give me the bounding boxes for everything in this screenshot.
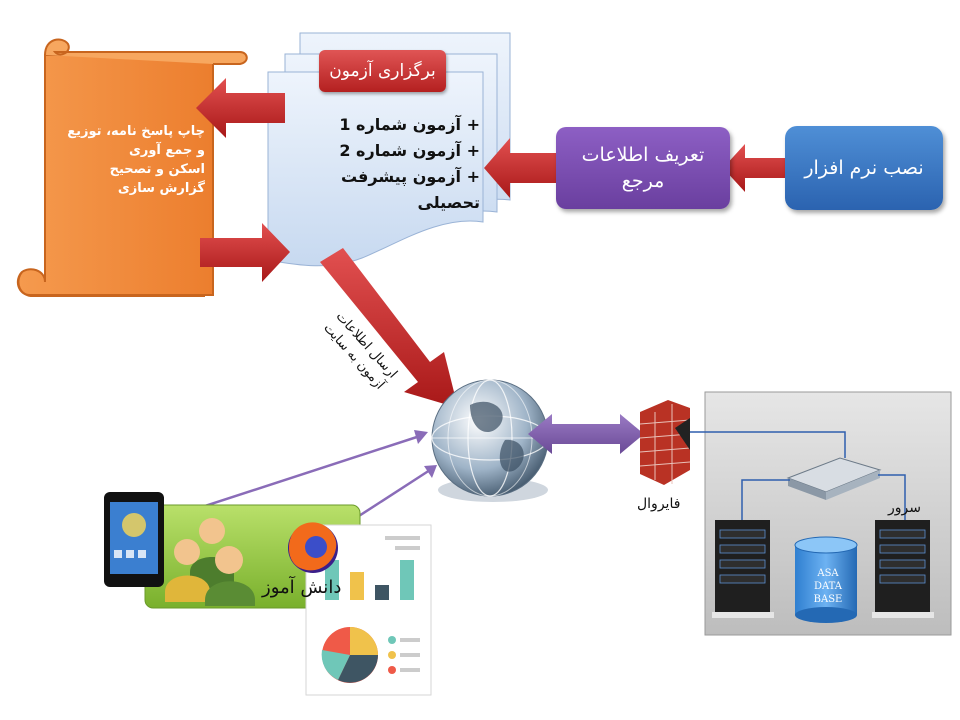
server-label: سرور [888,500,921,516]
arrow-define-to-exam [484,138,558,198]
exam-item: + آزمون پیشرفت تحصیلی [340,167,480,212]
arrow-install-to-define [723,144,790,192]
database-line: BASE [813,594,843,605]
scroll-line: اسکن و تصحیح [109,162,205,177]
exam-item: + آزمون شماره 1 [339,115,480,134]
arrow-exam-to-scroll [196,78,285,138]
arrow-globe-firewall [528,414,644,454]
scroll-line: گزارش سازی [117,181,205,196]
firewall-icon [639,400,691,485]
report-scroll [16,38,248,298]
hold-exam-box: برگزاری آزمون [319,50,446,92]
firefox-icon [288,522,338,573]
exam-item: + آزمون شماره 2 [339,141,480,160]
scroll-line: چاپ پاسخ نامه، توزیع [67,124,205,139]
install-software-box: نصب نرم افزار [785,126,943,210]
users-icon [165,518,255,606]
hold-exam-label: برگزاری آزمون [329,61,436,81]
install-software-label: نصب نرم افزار [804,157,924,179]
define-reference-line1: تعریف اطلاعات [581,144,705,166]
scroll-line: و جمع آوری [128,143,205,158]
define-reference-box: تعریف اطلاعات مرجع [556,127,730,209]
database-line: ASA [817,568,839,579]
server-panel [683,391,952,636]
tablet-icon [104,492,164,587]
database-line: DATA [813,581,843,592]
firewall-label: فایروال [637,496,681,512]
define-reference-line2: مرجع [621,170,665,192]
internet-globe-icon [431,379,549,502]
exam-list: + آزمون شماره 1 + آزمون شماره 2 + آزمون … [280,112,480,216]
database-cylinder-icon [794,536,858,623]
arrow-scroll-to-exam [200,223,290,282]
student-label: دانش آموز [262,577,342,598]
database-label: ASA DATA BASE [797,567,859,606]
scroll-text: چاپ پاسخ نامه، توزیع و جمع آوری اسکن و ت… [55,122,205,198]
arrow-exam-to-site [320,248,458,408]
